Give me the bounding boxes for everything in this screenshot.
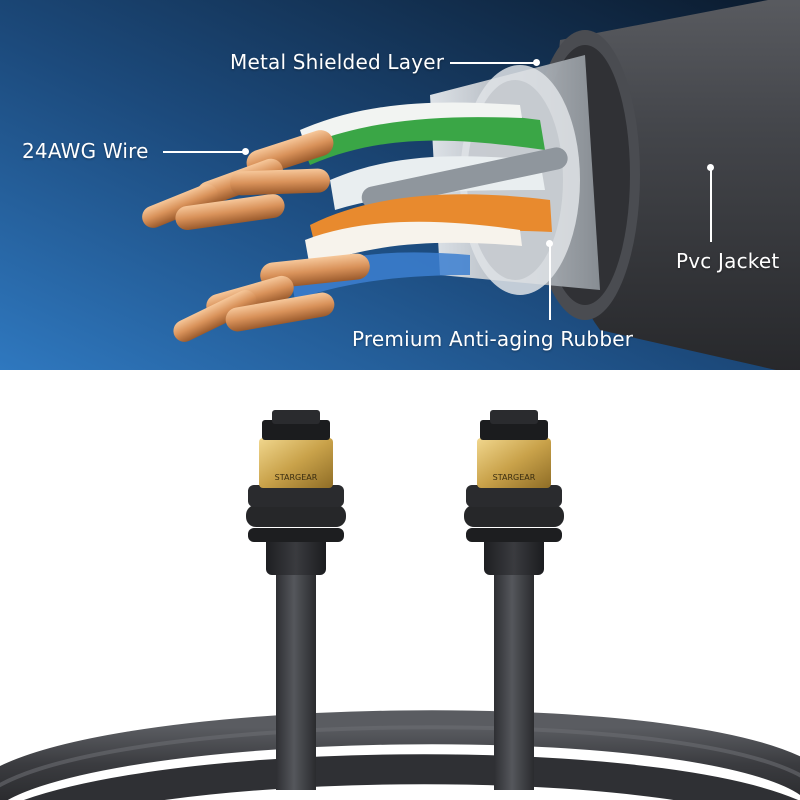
callout-pvc-jacket: Pvc Jacket (676, 249, 780, 273)
leader-dot-jacket (707, 164, 714, 171)
leader-line-shield (450, 62, 536, 64)
leader-line-wire (163, 151, 245, 153)
cable-connectors-panel: STARGEAR STARGEAR (0, 370, 800, 800)
leader-line-rubber (549, 246, 551, 320)
twisted-pairs (290, 102, 568, 300)
callout-metal-shielded-layer: Metal Shielded Layer (230, 50, 445, 74)
left-rj45-connector: STARGEAR (246, 410, 346, 790)
leader-dot-shield (533, 59, 540, 66)
ethernet-cable-illustration: STARGEAR STARGEAR (0, 410, 800, 800)
left-connector-brand: STARGEAR (275, 473, 318, 482)
callout-anti-aging-rubber: Premium Anti-aging Rubber (352, 327, 634, 351)
copper-conductors (142, 130, 370, 342)
right-rj45-connector: STARGEAR (464, 410, 564, 790)
right-connector-brand: STARGEAR (493, 473, 536, 482)
cable-cross-section-panel: Metal Shielded Layer 24AWG Wire Pvc Jack… (0, 0, 800, 370)
leader-line-jacket (710, 170, 712, 242)
cable-cross-section-illustration (0, 0, 800, 370)
leader-dot-rubber (546, 240, 553, 247)
cable-coil (0, 710, 800, 800)
leader-dot-wire (242, 148, 249, 155)
callout-24awg-wire: 24AWG Wire (22, 139, 149, 163)
